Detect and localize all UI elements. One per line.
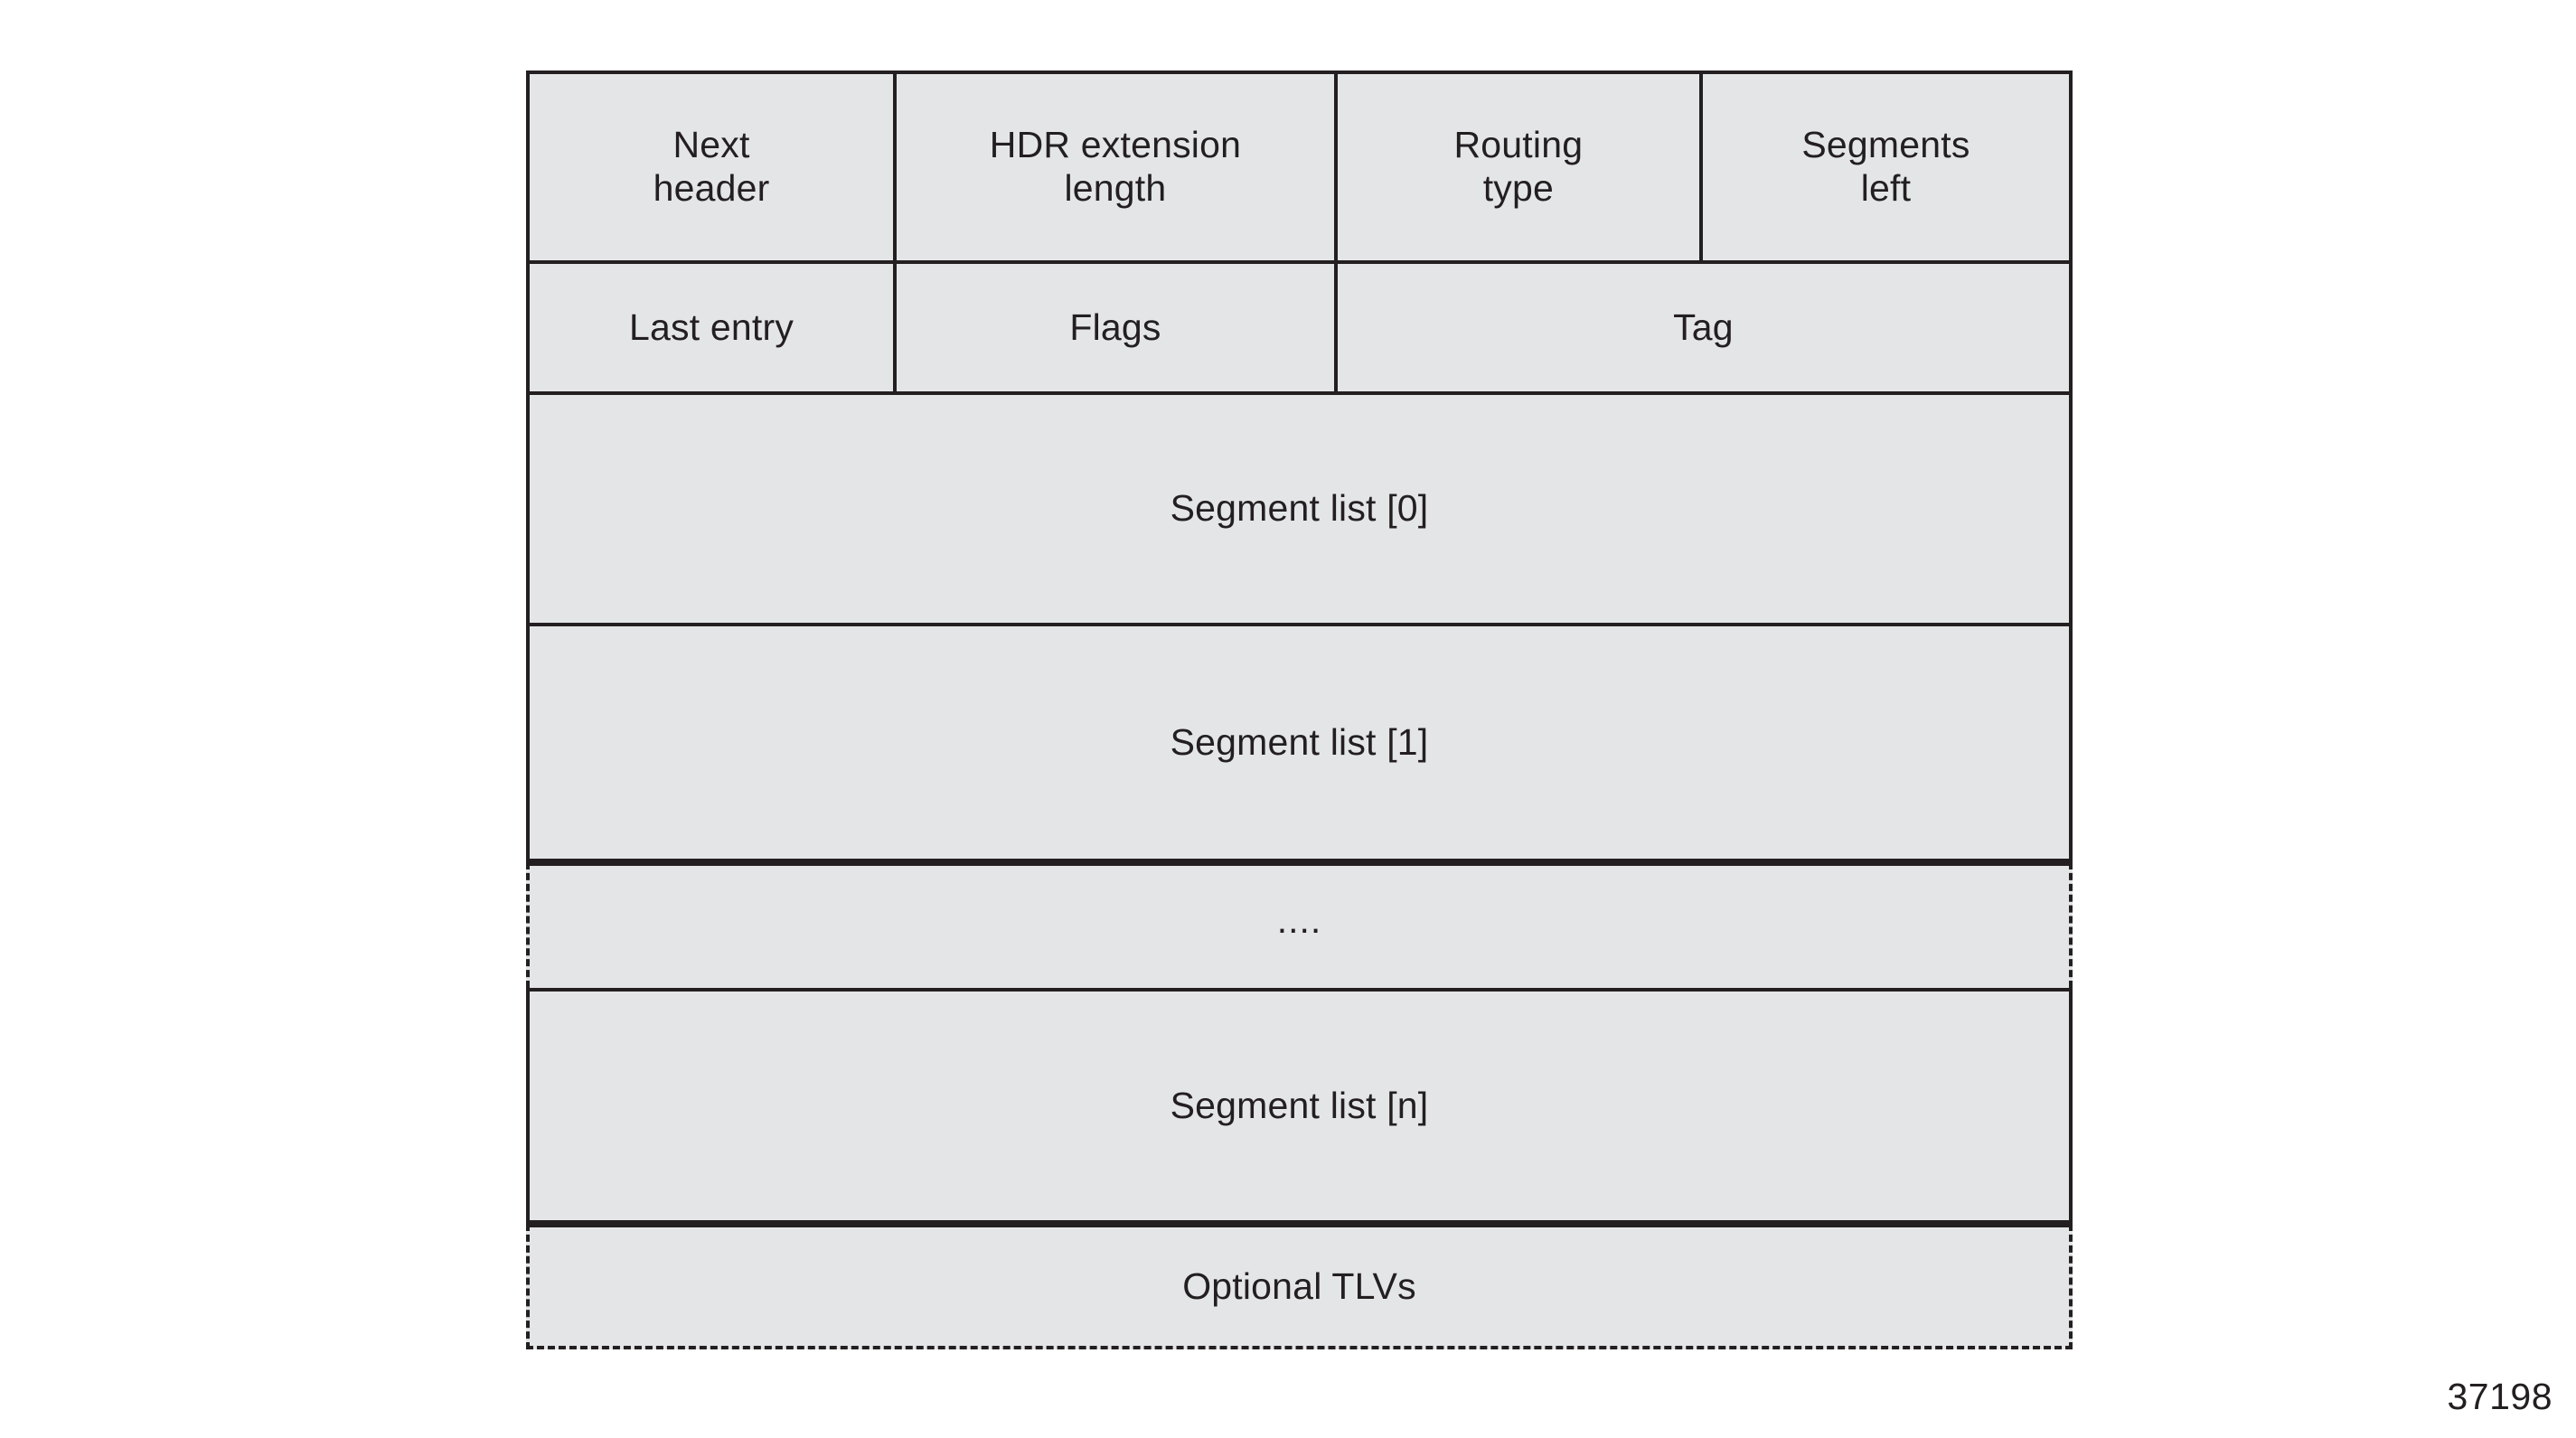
segment-list-n-row: Segment list [n]	[526, 988, 2073, 1224]
field-segment-list-0: Segment list [0]	[1170, 487, 1429, 530]
header-fields-row-2: Last entry Flags Tag	[526, 260, 2073, 391]
field-optional-tlvs: Optional TLVs	[1182, 1264, 1416, 1307]
field-segment-list-1: Segment list [1]	[1170, 720, 1429, 763]
srh-packet-format-diagram: Next header HDR extension length Routing…	[526, 70, 2073, 1349]
field-hdr-extension-length: HDR extension length	[893, 74, 1334, 260]
segment-list-1-row: Segment list [1]	[526, 623, 2073, 862]
header-fields-row-1: Next header HDR extension length Routing…	[526, 70, 2073, 260]
field-next-header: Next header	[653, 124, 770, 209]
field-segment-list-ellipsis: ....	[1276, 898, 1322, 941]
field-segment-list-n: Segment list [n]	[1170, 1084, 1429, 1126]
segment-list-0-row: Segment list [0]	[526, 391, 2073, 623]
field-tag: Tag	[1333, 264, 2069, 391]
field-flags: Flags	[893, 264, 1334, 391]
field-routing-type: Routing type	[1333, 74, 1699, 260]
segment-list-ellipsis-row: ....	[526, 862, 2073, 988]
optional-tlvs-row: Optional TLVs	[526, 1224, 2073, 1349]
figure-id-label: 37198	[2447, 1376, 2552, 1417]
field-segments-left: Segments left	[1698, 74, 2069, 260]
field-last-entry: Last entry	[629, 305, 794, 348]
